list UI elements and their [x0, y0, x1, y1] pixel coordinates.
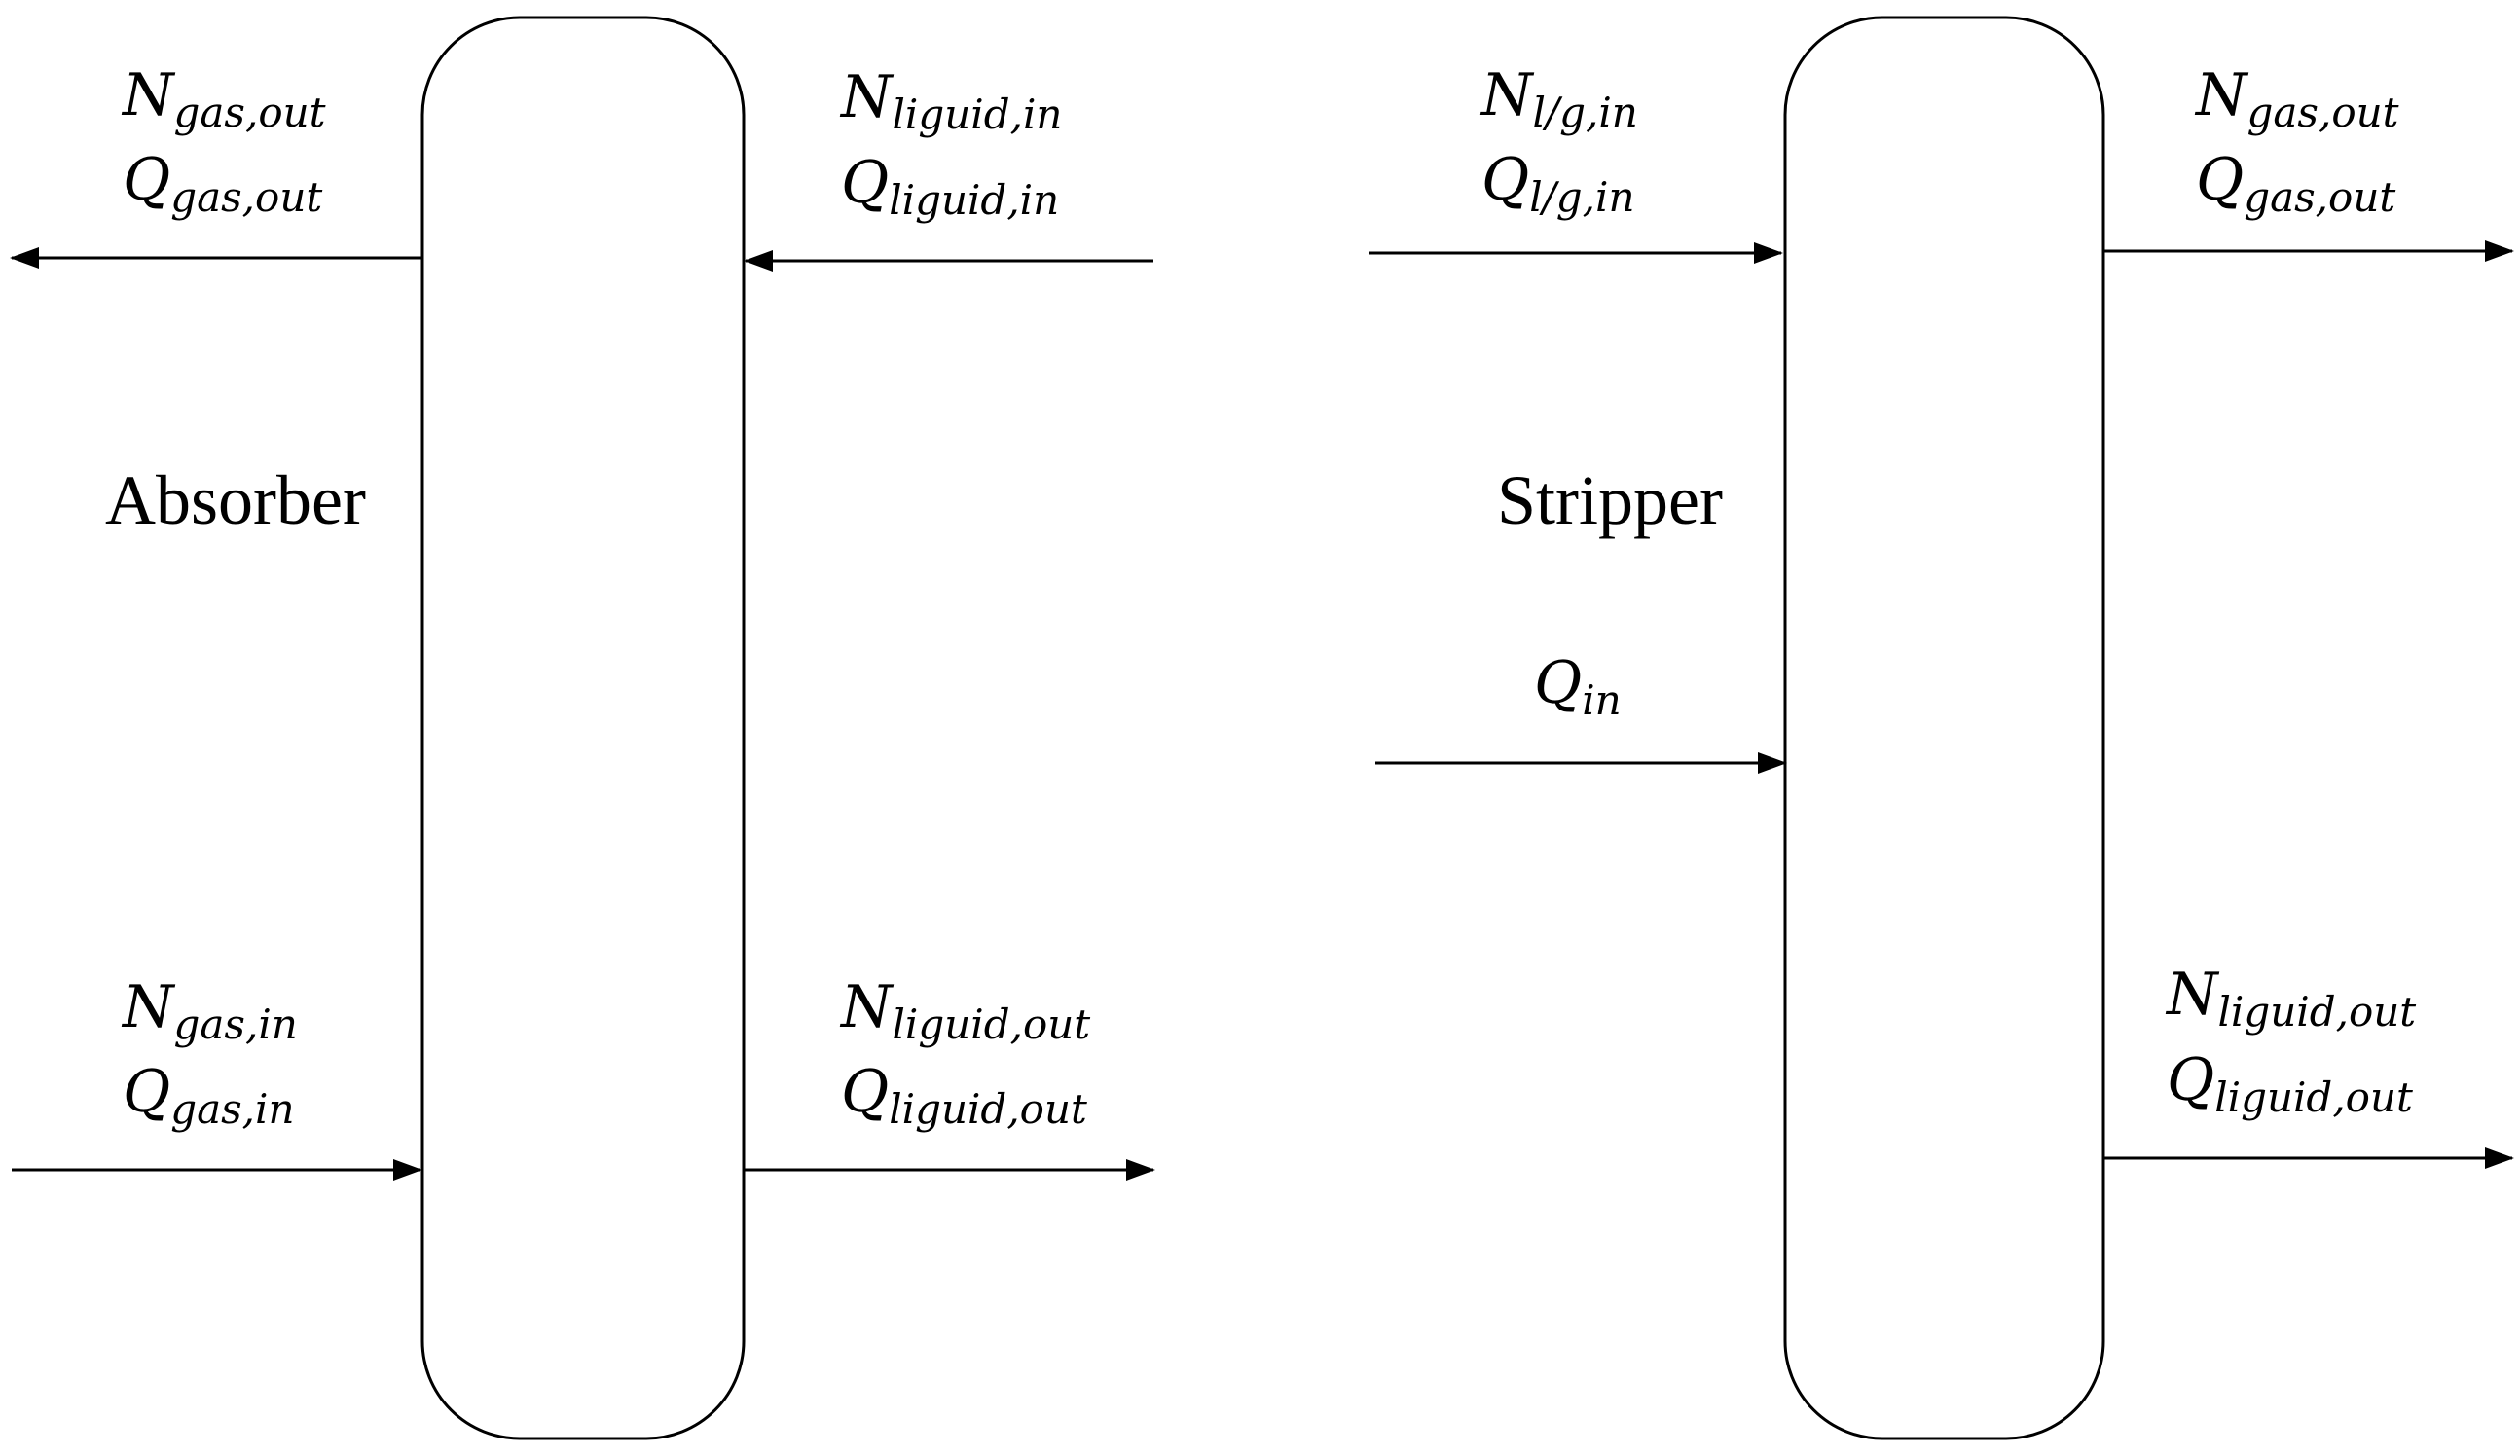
stripper-lg-in-q-label: Ql/g,in [1481, 146, 1635, 221]
stripper-liquid-out-q-label: Qliguid,out [2167, 1046, 2413, 1121]
stripper-gas-out-q-label: Qgas,out [2196, 146, 2395, 221]
absorber-liquid-in-n-label: Nliguid,in [839, 63, 1062, 138]
absorber-gas-out-q-label: Qgas,out [123, 146, 322, 221]
stripper-label: Stripper [1497, 461, 1723, 539]
absorber-gas-in-q-label: Qgas,in [123, 1058, 295, 1133]
stripper-gas-out-n-label: Ngas,out [2194, 61, 2399, 136]
absorber-liquid-out-q-label: Qliguid,out [841, 1058, 1087, 1133]
absorber-column [420, 16, 746, 1440]
stripper-unit: Stripper Nl/g,in Ql/g,in Qin Ngas,out Qg… [1369, 16, 2514, 1440]
absorber-liquid-out-n-label: Nliguid,out [839, 973, 1090, 1048]
stripper-column [1783, 16, 2105, 1440]
absorber-gas-out-n-label: Ngas,out [121, 61, 326, 136]
absorber-liquid-in-q-label: Qliguid,in [841, 149, 1059, 224]
absorber-label: Absorber [105, 461, 366, 539]
stripper-lg-in-n-label: Nl/g,in [1479, 61, 1638, 136]
stripper-heat-in-q-label: Qin [1534, 649, 1622, 724]
stripper-liquid-out-n-label: Nliguid,out [2165, 961, 2416, 1036]
absorber-gas-in-n-label: Ngas,in [121, 973, 298, 1048]
absorber-unit: Absorber Ngas,out Qgas,out Nliguid,in Ql… [10, 16, 1155, 1440]
